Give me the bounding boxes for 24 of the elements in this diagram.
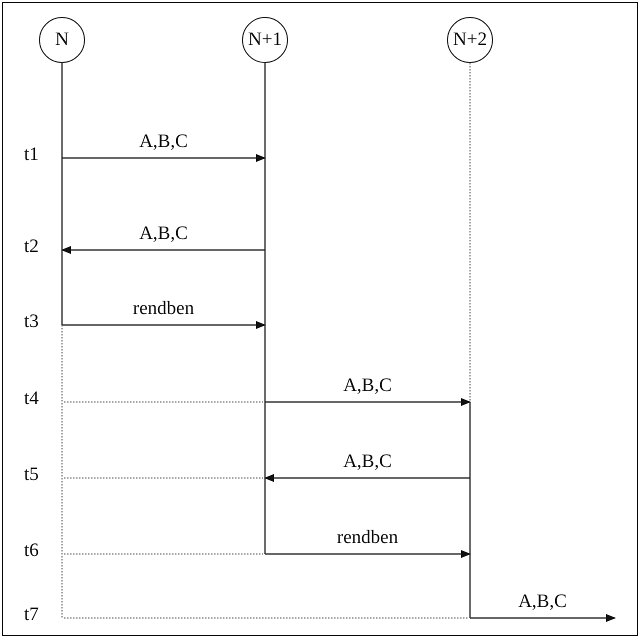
message-label: A,B,C xyxy=(343,451,392,473)
participant-circle: N xyxy=(39,17,85,63)
message-arrow xyxy=(62,321,266,329)
time-label: t5 xyxy=(24,464,39,486)
time-label: t2 xyxy=(24,236,39,258)
message-arrow xyxy=(62,154,266,162)
message-label: A,B,C xyxy=(343,375,392,397)
time-label: t4 xyxy=(24,388,39,410)
time-label: t1 xyxy=(24,144,39,166)
participant-circle: N+2 xyxy=(447,17,493,63)
message-arrow xyxy=(265,550,471,558)
message-label: rendben xyxy=(132,298,194,320)
message-label: A,B,C xyxy=(139,131,188,153)
message-arrow xyxy=(265,398,471,406)
message-arrow xyxy=(264,474,470,482)
message-arrow xyxy=(470,614,616,622)
message-label: A,B,C xyxy=(518,591,567,613)
time-label: t3 xyxy=(24,311,39,333)
participant-circle: N+1 xyxy=(242,17,288,63)
time-label: t6 xyxy=(24,540,39,562)
message-label: A,B,C xyxy=(139,223,188,245)
message-label: rendben xyxy=(336,527,398,549)
message-arrow xyxy=(61,246,265,254)
time-label: t7 xyxy=(24,604,39,626)
